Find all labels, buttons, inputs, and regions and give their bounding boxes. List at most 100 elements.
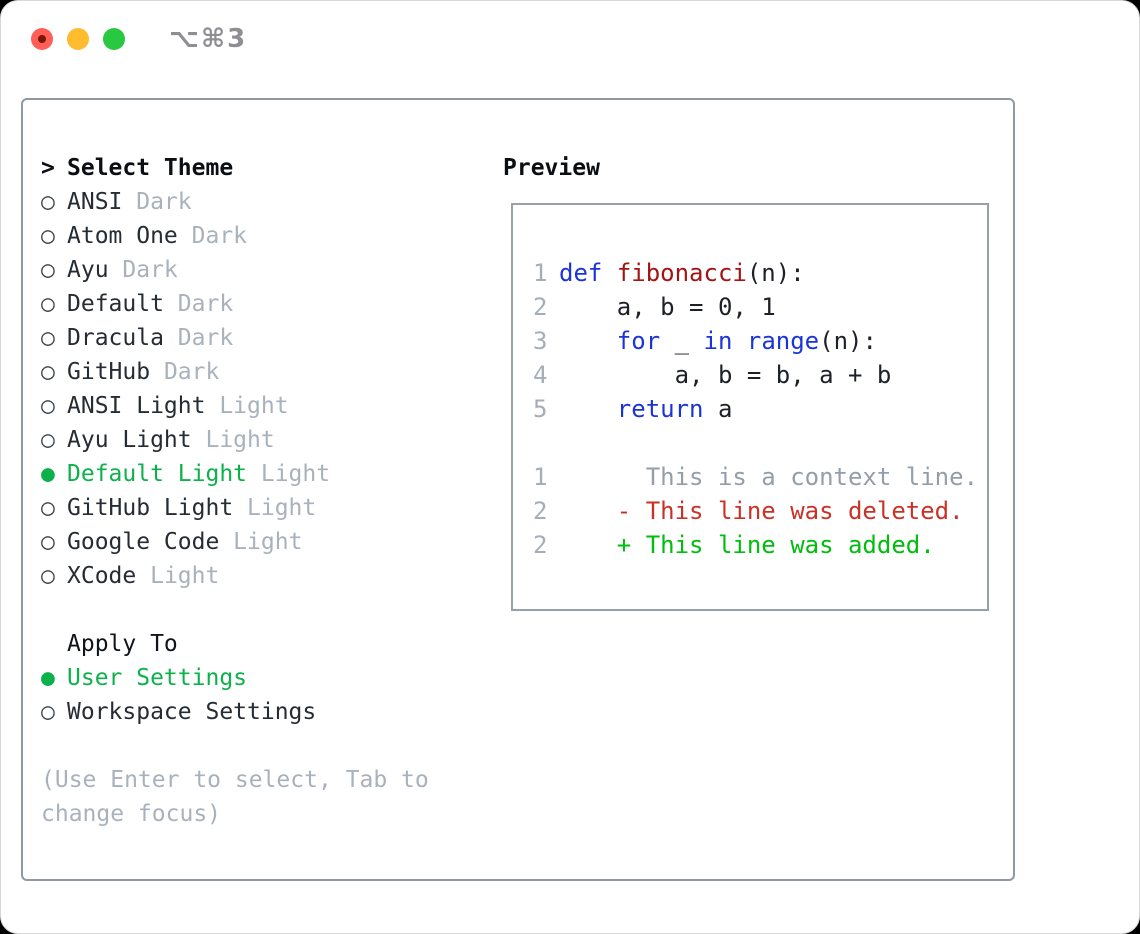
- theme-variant-tag: Dark: [108, 257, 178, 283]
- code-text: - This line was deleted.: [559, 497, 964, 525]
- minimize-button[interactable]: [67, 28, 89, 50]
- code-text: a, b = b, a + b: [559, 361, 892, 389]
- theme-item-dracula[interactable]: ○ Dracula Dark: [41, 321, 493, 355]
- theme-item-github[interactable]: ○ GitHub Dark: [41, 355, 493, 389]
- theme-name: Google Code: [67, 529, 220, 555]
- apply-option-label: User Settings: [67, 665, 248, 691]
- radio-unselected-icon: ○: [41, 699, 55, 725]
- window-title: ⌥⌘3: [169, 24, 248, 54]
- theme-item-xcode[interactable]: ○ XCode Light: [41, 559, 493, 593]
- radio-unselected-icon: ○: [41, 257, 55, 283]
- line-number: 2: [533, 293, 548, 321]
- close-button[interactable]: [31, 28, 53, 50]
- radio-unselected-icon: ○: [41, 223, 55, 249]
- line-number: 2: [533, 497, 548, 525]
- focus-marker: >: [41, 155, 55, 181]
- theme-selector-panel: > Select Theme ○ ANSI Dark ○ Atom One Dark ○ A…: [21, 98, 1015, 881]
- theme-name: ANSI Light: [67, 393, 206, 419]
- theme-name: GitHub: [67, 359, 151, 385]
- theme-name: Default Light: [67, 461, 248, 487]
- apply-to-header-row: Apply To: [41, 627, 493, 661]
- line-number: 1: [533, 463, 548, 491]
- theme-variant-tag: Light: [136, 563, 220, 589]
- preview-line: 2 + This line was added.: [533, 528, 987, 562]
- traffic-lights: [31, 28, 125, 50]
- apply-option-workspace-settings[interactable]: ○ Workspace Settings: [41, 695, 493, 729]
- theme-name: GitHub Light: [67, 495, 234, 521]
- theme-item-default-light[interactable]: ● Default Light Light: [41, 457, 493, 491]
- radio-unselected-icon: ○: [41, 393, 55, 419]
- line-number: 3: [533, 327, 548, 355]
- apply-option-user-settings[interactable]: ●User Settings: [41, 661, 493, 695]
- preview-line: 2 - This line was deleted.: [533, 494, 987, 528]
- code-text: for _ in range(n):: [616, 327, 877, 355]
- theme-item-ansi[interactable]: ○ ANSI Dark: [41, 185, 493, 219]
- theme-variant-tag: Light: [219, 529, 303, 555]
- help-text: (Use Enter to select, Tab to change focu…: [41, 767, 429, 827]
- line-number: 4: [533, 361, 548, 389]
- preview-line: 1 def fibonacci(n):: [533, 256, 987, 290]
- apply-to-header: Apply To: [67, 631, 178, 657]
- theme-item-atom-one[interactable]: ○ Atom One Dark: [41, 219, 493, 253]
- theme-item-ayu[interactable]: ○ Ayu Dark: [41, 253, 493, 287]
- theme-name: Ayu: [67, 257, 109, 283]
- theme-name: Ayu Light: [67, 427, 192, 453]
- theme-variant-tag: Dark: [163, 325, 234, 351]
- theme-name: ANSI: [67, 189, 123, 215]
- theme-item-ansi-light[interactable]: ○ ANSI Light Light: [41, 389, 493, 423]
- line-number: 1: [533, 259, 548, 287]
- theme-item-default[interactable]: ○ Default Dark: [41, 287, 493, 321]
- line-number: 5: [533, 395, 548, 423]
- theme-name: XCode: [67, 563, 137, 589]
- apply-option-label: Workspace Settings: [67, 699, 317, 725]
- theme-variant-tag: Dark: [150, 359, 220, 385]
- radio-unselected-icon: ○: [41, 189, 55, 215]
- theme-variant-tag: Light: [247, 461, 331, 487]
- theme-name: Dracula: [67, 325, 164, 351]
- radio-unselected-icon: ○: [41, 529, 55, 555]
- radio-unselected-icon: ○: [41, 495, 55, 521]
- zoom-button[interactable]: [103, 28, 125, 50]
- select-theme-header-row: > Select Theme: [41, 151, 493, 185]
- theme-item-google-code[interactable]: ○ Google Code Light: [41, 525, 493, 559]
- code-text: This is a context line.: [559, 463, 979, 491]
- radio-unselected-icon: ○: [41, 563, 55, 589]
- spacer: [41, 593, 493, 627]
- theme-variant-tag: Dark: [177, 223, 248, 249]
- code-text: a, b = 0, 1: [559, 293, 776, 321]
- titlebar: ⌥⌘3: [1, 1, 1139, 77]
- theme-variant-tag: Dark: [163, 291, 234, 317]
- preview-line: [533, 426, 987, 460]
- radio-unselected-icon: ○: [41, 291, 55, 317]
- theme-name: Atom One: [67, 223, 178, 249]
- preview-header: Preview: [503, 155, 600, 181]
- code-text: + This line was added.: [559, 531, 935, 559]
- theme-variant-tag: Dark: [122, 189, 192, 215]
- theme-list: ○ ANSI Dark ○ Atom One Dark ○ Ayu Dark ○ Defaul…: [41, 185, 493, 593]
- line-number: 2: [533, 531, 548, 559]
- code-text: return a: [616, 395, 733, 423]
- radio-unselected-icon: ○: [41, 427, 55, 453]
- apply-to-indent: [41, 627, 67, 661]
- code-text: def fibonacci(n):: [559, 259, 805, 287]
- theme-name: Default: [67, 291, 164, 317]
- theme-variant-tag: Light: [205, 393, 289, 419]
- preview-line: 3 for _ in range(n):: [533, 324, 987, 358]
- radio-selected-icon: ●: [41, 461, 55, 487]
- radio-unselected-icon: ○: [41, 325, 55, 351]
- apply-to-list: ●User Settings ○ Workspace Settings: [41, 661, 493, 729]
- theme-variant-tag: Light: [233, 495, 317, 521]
- radio-unselected-icon: ○: [41, 359, 55, 385]
- preview-line: 2 a, b = 0, 1: [533, 290, 987, 324]
- preview-line: 4 a, b = b, a + b: [533, 358, 987, 392]
- close-button-dot: [38, 35, 46, 43]
- theme-list-column: > Select Theme ○ ANSI Dark ○ Atom One Dark ○ A…: [41, 151, 493, 879]
- theme-item-ayu-light[interactable]: ○ Ayu Light Light: [41, 423, 493, 457]
- select-theme-header: Select Theme: [67, 155, 234, 181]
- theme-variant-tag: Light: [191, 427, 275, 453]
- preview-line: 5 return a: [533, 392, 987, 426]
- theme-item-github-light[interactable]: ○ GitHub Light Light: [41, 491, 493, 525]
